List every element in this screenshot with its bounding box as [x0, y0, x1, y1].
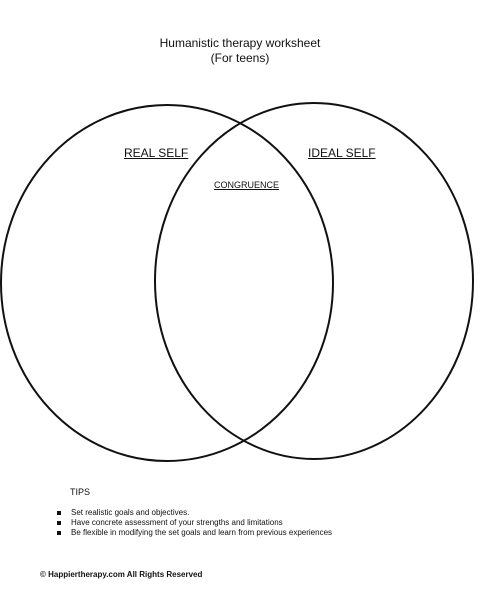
- tips-heading: TIPS: [70, 487, 91, 497]
- tip-text: Set realistic goals and objectives.: [71, 508, 190, 517]
- tips-section: TIPS Set realistic goals and objectives.…: [56, 487, 476, 538]
- real-self-label: REAL SELF: [124, 146, 189, 160]
- tips-list: Set realistic goals and objectives. Have…: [56, 508, 476, 538]
- real-self-circle: [0, 104, 334, 462]
- tip-text: Be flexible in modifying the set goals a…: [71, 528, 333, 537]
- ideal-self-circle: [154, 102, 474, 460]
- copyright-footer: © Happiertherapy.com All Rights Reserved: [40, 570, 203, 579]
- tip-item: Set realistic goals and objectives.: [56, 508, 476, 518]
- worksheet-header: Humanistic therapy worksheet (For teens): [0, 36, 480, 66]
- worksheet-title: Humanistic therapy worksheet: [159, 36, 321, 50]
- worksheet-subtitle: (For teens): [210, 51, 270, 65]
- square-bullet-icon: [57, 521, 61, 525]
- ideal-self-label: IDEAL SELF: [308, 146, 376, 160]
- square-bullet-icon: [57, 531, 61, 535]
- tip-item: Be flexible in modifying the set goals a…: [56, 528, 476, 538]
- tip-item: Have concrete assessment of your strengt…: [56, 518, 476, 528]
- tip-text: Have concrete assessment of your strengt…: [71, 518, 283, 527]
- square-bullet-icon: [57, 511, 61, 515]
- congruence-label: CONGRUENCE: [214, 180, 280, 190]
